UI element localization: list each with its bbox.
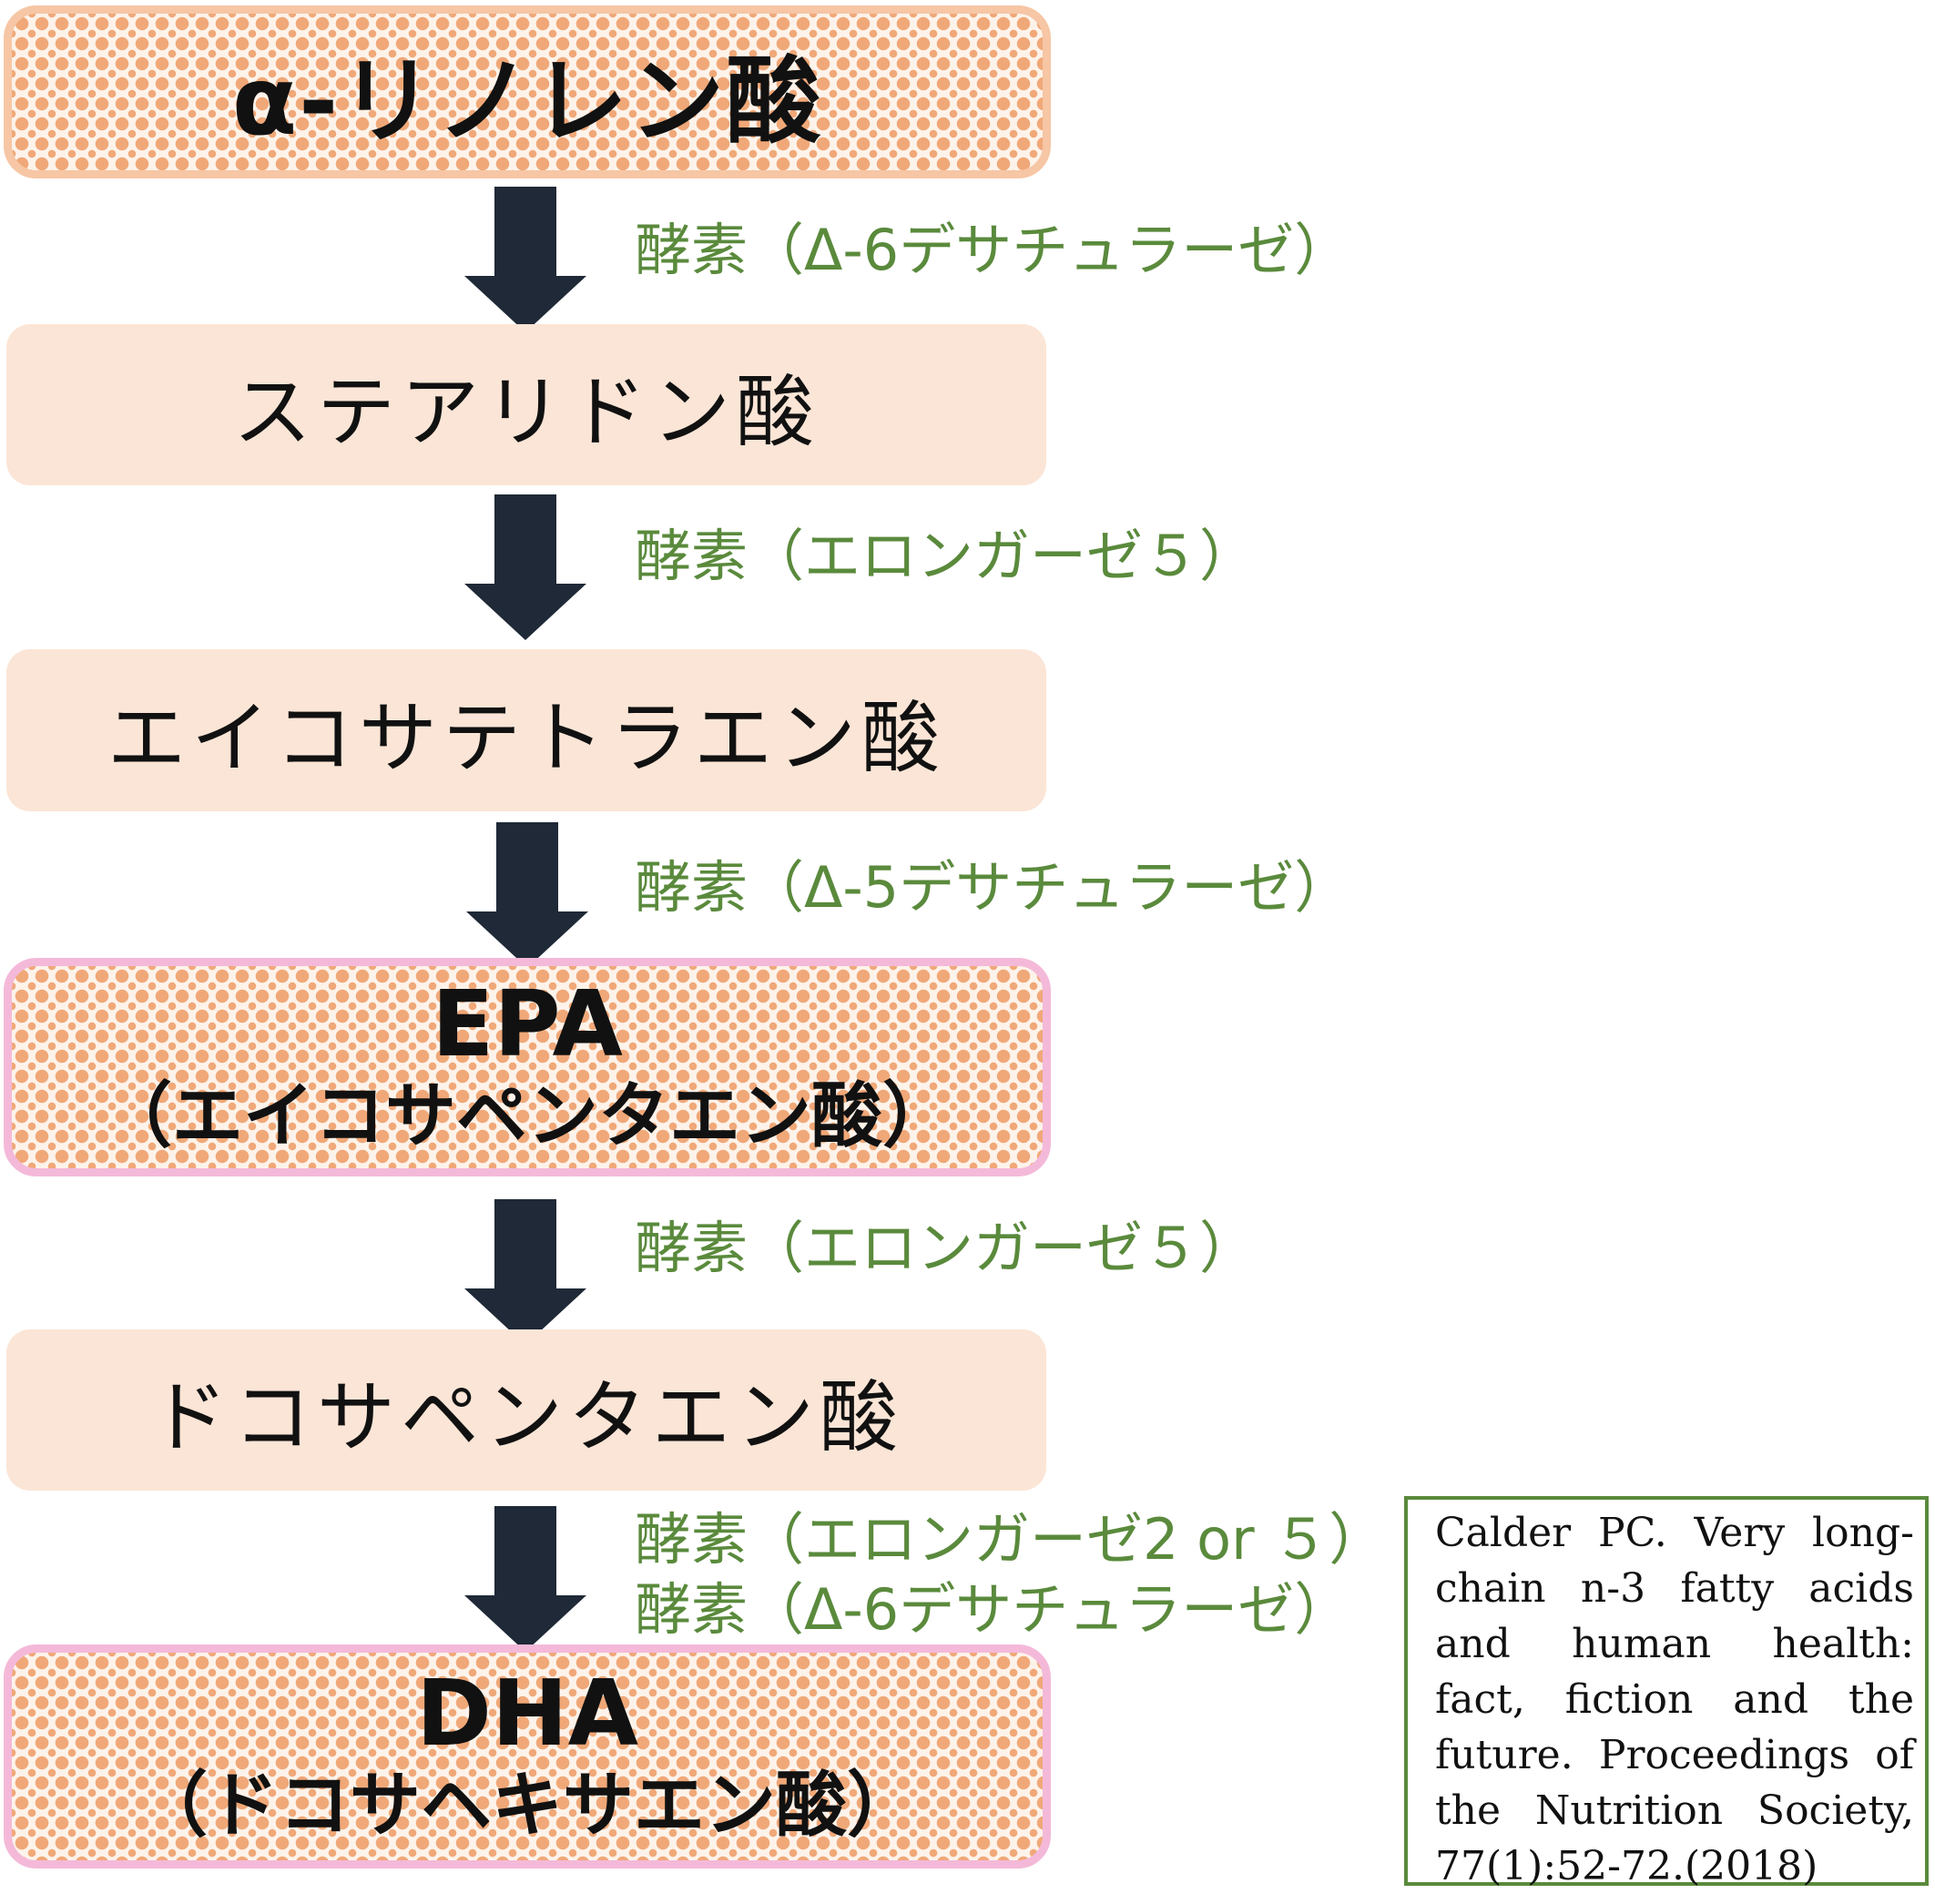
arrow-down-icon	[464, 1199, 586, 1345]
enzyme-label-elongase2-or-5: 酵素（エロンガーゼ2 or ５）	[635, 1506, 1386, 1573]
box-eicosatetraenoic-acid: エイコサテトラエン酸	[6, 649, 1046, 811]
enzyme-label-elongase5: 酵素（エロンガーゼ５）	[635, 523, 1257, 589]
docosapentaenoic-acid-label: ドコサペンタエン酸	[149, 1372, 903, 1463]
enzyme-label-delta5-desaturase: 酵素（Δ-5デサチュラーゼ）	[635, 854, 1351, 921]
box-docosapentaenoic-acid: ドコサペンタエン酸	[6, 1329, 1046, 1491]
arrow-down-icon	[466, 822, 588, 968]
enzyme-label-elongase5: 酵素（エロンガーゼ５）	[635, 1215, 1257, 1281]
stearidonic-acid-label: ステアリドン酸	[233, 367, 820, 458]
dha-full-name: （ドコサヘキサエン酸）	[136, 1765, 918, 1848]
box-dha: DHA （ドコサヘキサエン酸）	[4, 1644, 1051, 1868]
alpha-linolenic-acid-label: α-リノレン酸	[231, 45, 823, 157]
eicosatetraenoic-acid-label: エイコサテトラエン酸	[107, 692, 945, 784]
arrow-down-icon	[464, 1506, 586, 1652]
enzyme-label-delta6-desaturase: 酵素（Δ-6デサチュラーゼ）	[635, 1576, 1351, 1643]
dha-abbreviation: DHA	[415, 1660, 639, 1767]
arrow-down-icon	[464, 187, 586, 332]
enzyme-label-delta6-desaturase: 酵素（Δ-6デサチュラーゼ）	[635, 217, 1351, 283]
epa-abbreviation: EPA	[432, 971, 623, 1078]
box-epa: EPA （エイコサペンタエン酸）	[4, 958, 1051, 1176]
arrow-down-icon	[464, 494, 586, 640]
reference-citation: Calder PC. Very long-chain n-3 fatty aci…	[1404, 1496, 1929, 1889]
box-alpha-linolenic-acid: α-リノレン酸	[4, 5, 1051, 178]
epa-full-name: （エイコサペンタエン酸）	[100, 1075, 953, 1158]
box-stearidonic-acid: ステアリドン酸	[6, 324, 1046, 485]
